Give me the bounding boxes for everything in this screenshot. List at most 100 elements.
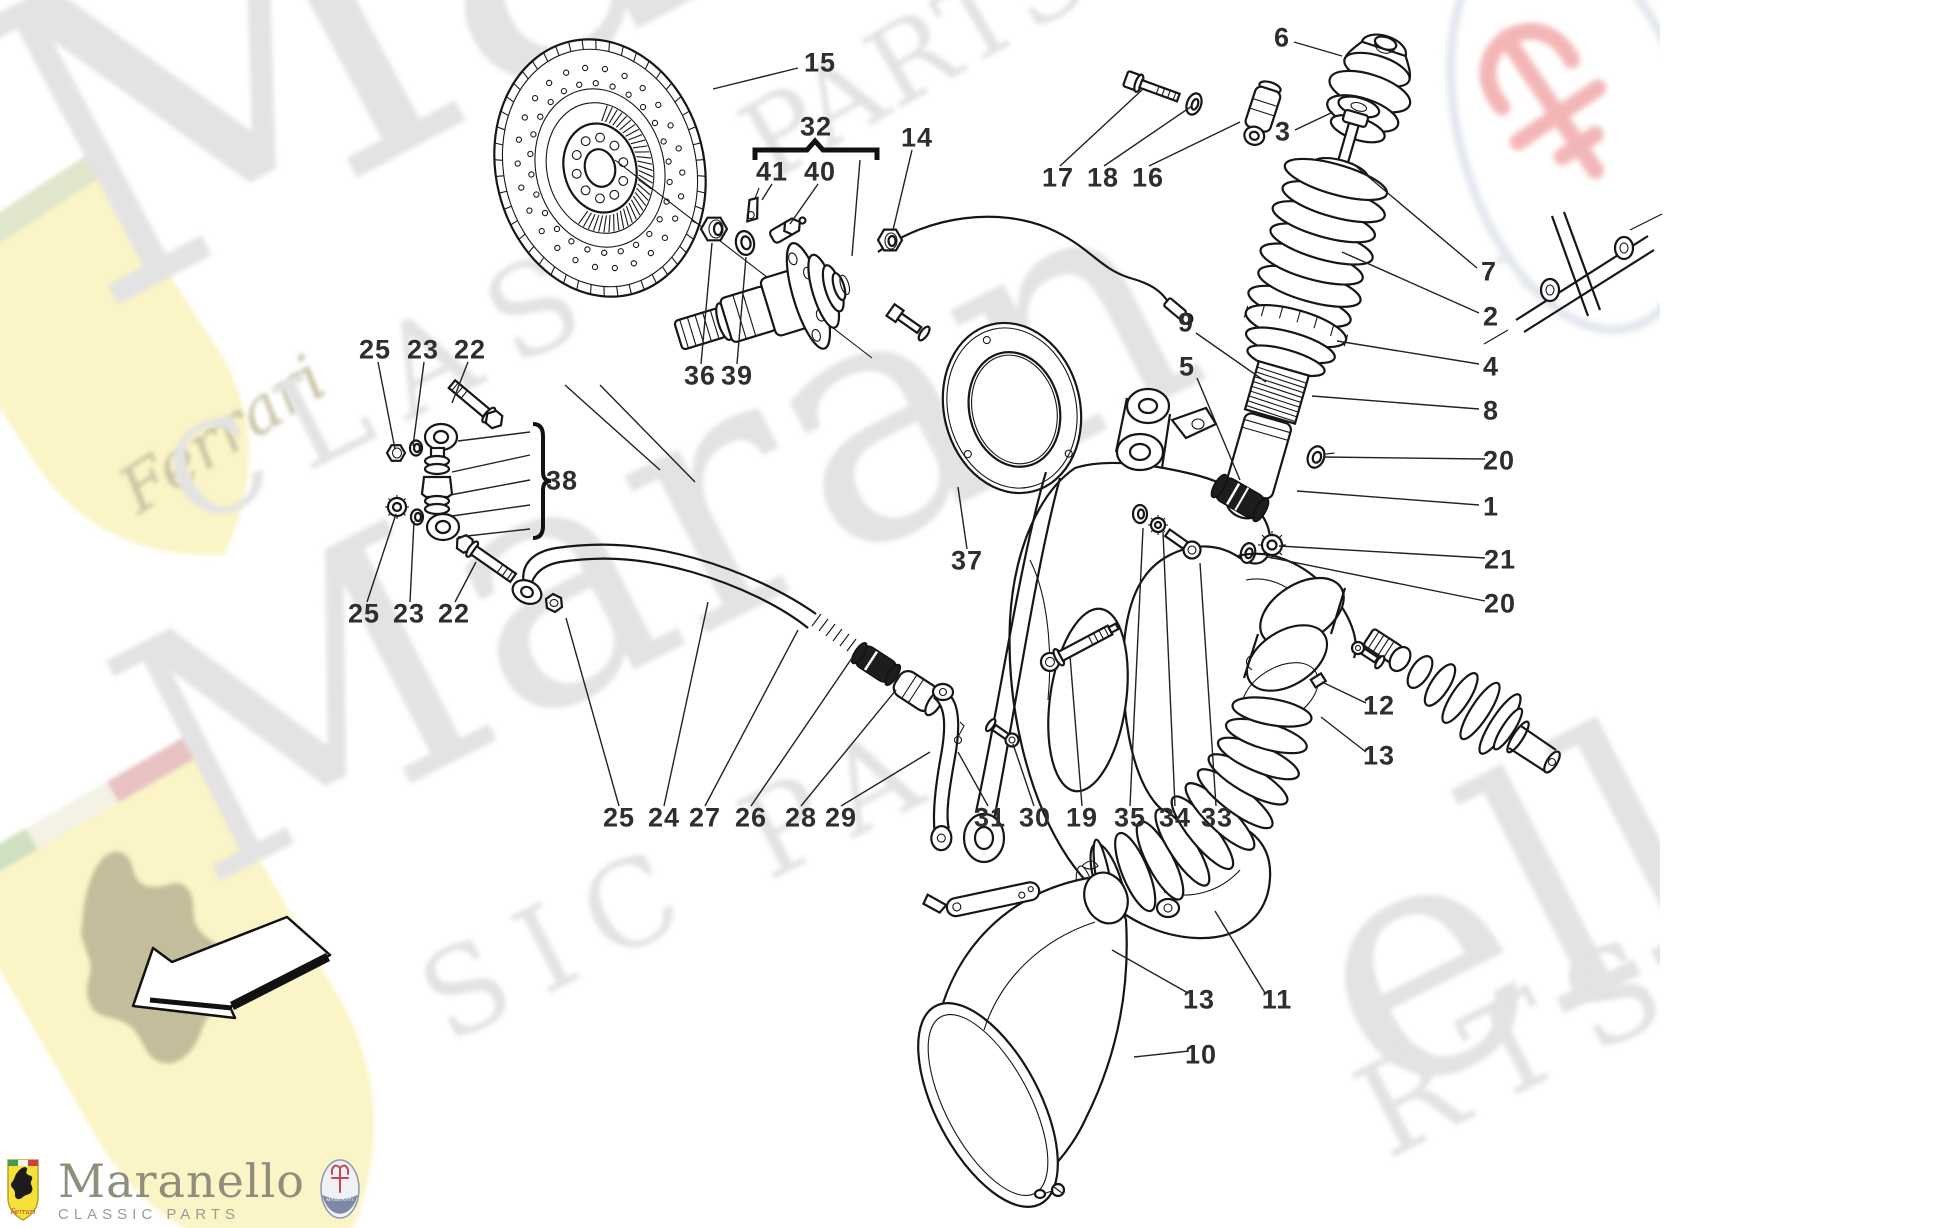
part-number-label: 22 (453, 334, 487, 365)
part-number-label: 34 (1158, 802, 1192, 833)
part-number-label: 30 (1018, 802, 1052, 833)
part-number-label: 5 (1178, 351, 1196, 382)
part-number-label: 39 (720, 360, 754, 391)
part-number-label: 16 (1131, 162, 1165, 193)
part-number-label: 41 (755, 156, 789, 187)
part-number-label: 22 (437, 598, 471, 629)
support-strap-29 (930, 682, 960, 852)
nut-25-upper (385, 444, 407, 462)
abs-sensor-cable (877, 215, 1169, 303)
part-number-label: 2 (1482, 301, 1500, 332)
group-brace-38 (532, 422, 552, 540)
part-number-label: 7 (1480, 256, 1498, 287)
part-number-label: 32 (799, 111, 833, 142)
part-number-label: 9 (1177, 307, 1195, 338)
screw-30 (984, 718, 1020, 748)
part-number-label: 29 (824, 802, 858, 833)
part-number-label: 31 (973, 802, 1007, 833)
dust-shield (941, 321, 1083, 495)
bump-stop-boot (1326, 33, 1412, 144)
part-number-label: 4 (1482, 351, 1500, 382)
part-number-label: 13 (1182, 984, 1216, 1015)
bar-bush-dark (850, 641, 902, 687)
duct-outlet (1237, 552, 1357, 692)
bolt-19 (1039, 622, 1120, 673)
part-number-label: 12 (1362, 690, 1396, 721)
hub-washer-39 (734, 230, 756, 256)
air-scoop-funnel (917, 871, 1129, 1208)
maranello-logo: Ferrari Maranello CLASSIC PARTS MASERATI (6, 1158, 361, 1223)
funnel-screw (1033, 1182, 1066, 1200)
bolt-17 (1122, 70, 1182, 103)
ferrari-badge-icon: Ferrari (7, 1159, 39, 1221)
brake-disc (493, 38, 707, 298)
shock-absorber (1225, 95, 1389, 520)
part-number-label: 19 (1065, 802, 1099, 833)
bush-5 (1210, 473, 1270, 523)
part-number-label: 10 (1184, 1039, 1218, 1070)
part-number-label: 24 (647, 802, 681, 833)
part-number-label: 1 (1482, 491, 1500, 522)
bolt-22-lower (455, 533, 518, 584)
part-number-label: 8 (1482, 395, 1500, 426)
abs-connector (1163, 297, 1194, 325)
logo-wordmark: Maranello (58, 1154, 305, 1208)
part-number-label: 37 (950, 545, 984, 576)
part-number-label: 13 (1362, 740, 1396, 771)
washer-20-lower (1239, 542, 1257, 564)
part-number-label: 38 (545, 465, 579, 496)
hub-nut-36 (699, 216, 729, 242)
part-number-label: 3 (1274, 116, 1292, 147)
part-number-label: 18 (1086, 162, 1120, 193)
part-number-label: 15 (803, 47, 837, 78)
leader-lines (366, 41, 1486, 1058)
frame-fragment (1483, 211, 1663, 345)
pin-31 (953, 721, 965, 745)
part-number-label: 33 (1200, 802, 1234, 833)
drop-link (420, 422, 461, 542)
part-number-label: 23 (406, 334, 440, 365)
bolt-33 (1163, 527, 1202, 560)
part-number-label: 25 (347, 598, 381, 629)
part-number-label: 21 (1483, 544, 1517, 575)
stabilizer-bar (511, 543, 869, 657)
drive-shaft (1350, 628, 1561, 774)
washer-35 (1131, 503, 1149, 525)
part-number-label: 20 (1482, 445, 1516, 476)
maserati-badge-icon: MASERATI (320, 1159, 360, 1219)
group-bracket-32 (752, 137, 880, 160)
part-number-label: 25 (602, 802, 636, 833)
washer-23-lower (409, 508, 425, 526)
nut-25-lower (385, 495, 409, 519)
part-number-label: 25 (358, 334, 392, 365)
part-number-label: 17 (1041, 162, 1075, 193)
funnel-strap (922, 881, 1041, 918)
part-number-label: 36 (683, 360, 717, 391)
part-number-label: 26 (734, 802, 768, 833)
clamp-screw (1350, 640, 1386, 670)
washer-20-upper (1306, 445, 1335, 469)
part-number-label: 20 (1483, 588, 1517, 619)
hub-bolt (884, 302, 931, 342)
part-number-label: 40 (803, 156, 837, 187)
direction-arrow-icon (131, 915, 332, 1020)
rod-bumper-16 (1243, 80, 1282, 146)
svg-text:Ferrari: Ferrari (9, 1208, 35, 1216)
part-number-label: 28 (784, 802, 818, 833)
part-number-label: 11 (1261, 984, 1293, 1015)
washer-18 (1185, 92, 1203, 116)
part-number-label: 6 (1273, 22, 1291, 53)
part-number-label: 35 (1113, 802, 1147, 833)
nut-14 (876, 228, 904, 252)
screw-40 (769, 216, 807, 244)
wheel-hub (673, 242, 851, 351)
part-number-label: 14 (900, 122, 934, 153)
retainer-41 (746, 187, 760, 223)
part-number-label: 27 (688, 802, 722, 833)
logo-subtitle: CLASSIC PARTS (58, 1206, 240, 1223)
bolt-22-upper (447, 378, 504, 430)
washer-23-upper (408, 439, 424, 457)
washer-34 (1148, 515, 1168, 535)
